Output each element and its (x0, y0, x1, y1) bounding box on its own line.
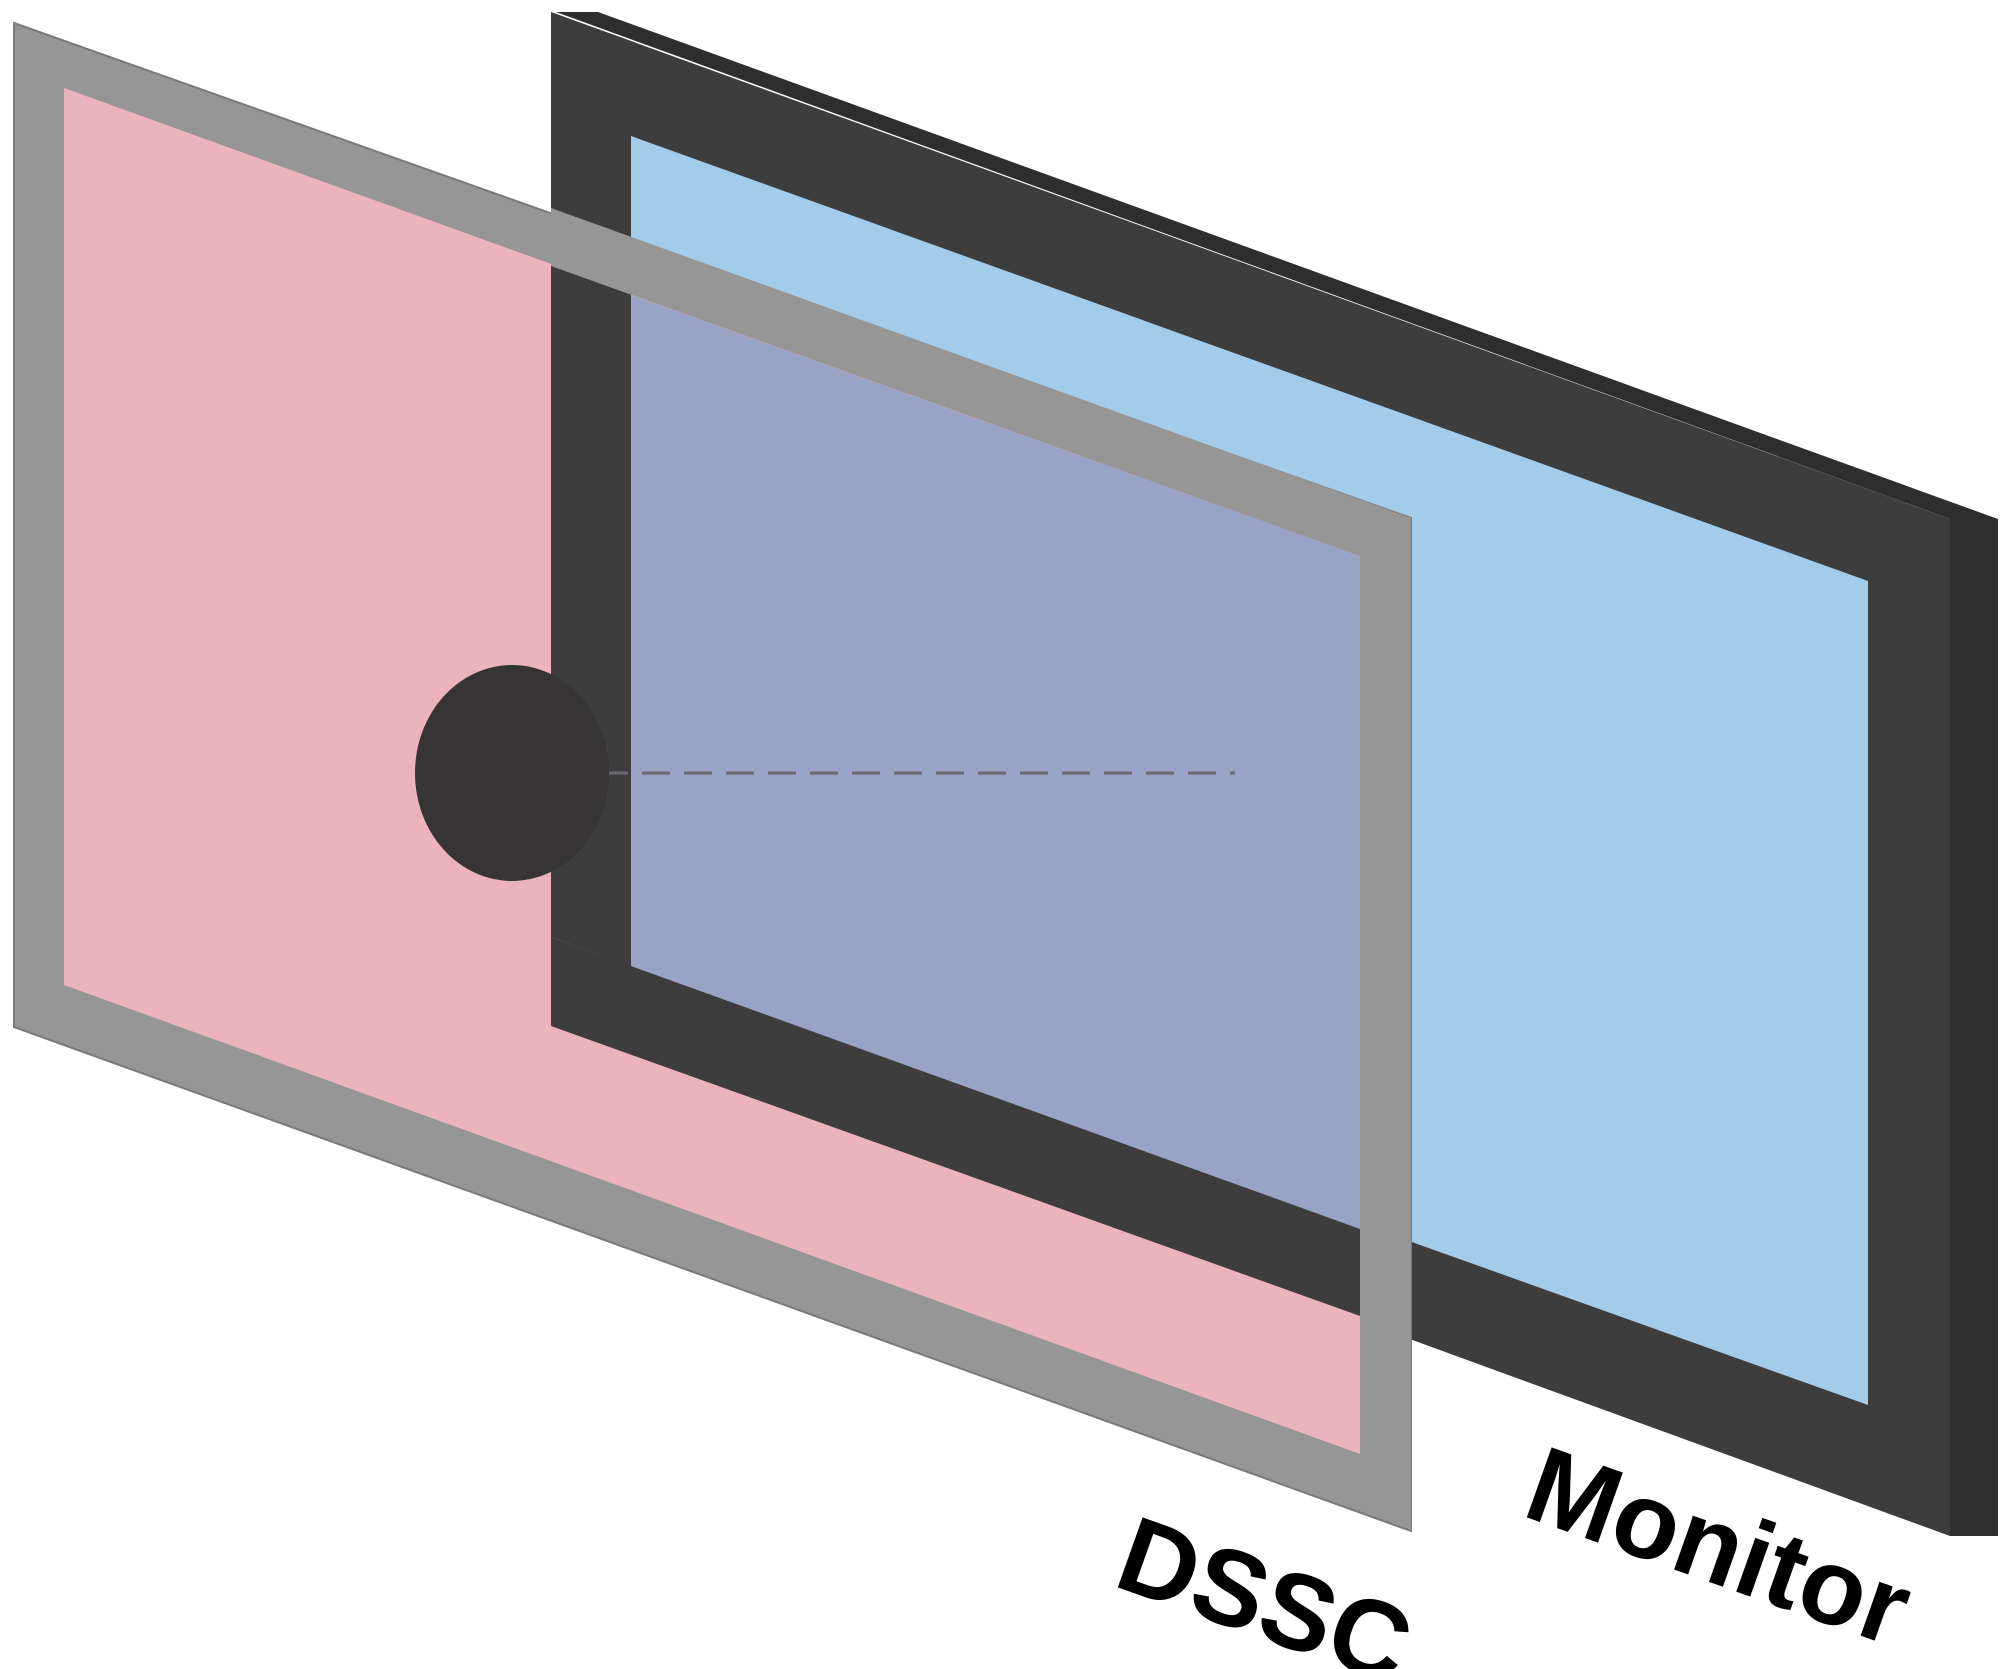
dssc-frame-right-bar (1360, 518, 1411, 1531)
monitor-side-edge (1950, 519, 1998, 1536)
dssc-screen-overlap (631, 295, 1360, 1229)
monitor-top-edge (556, 12, 1998, 519)
sensor-dot (415, 665, 609, 881)
dssc (13, 21, 1412, 1533)
monitor-bezel-through-dssc (551, 937, 1360, 1316)
dssc-frame-top-bar (551, 208, 1411, 556)
